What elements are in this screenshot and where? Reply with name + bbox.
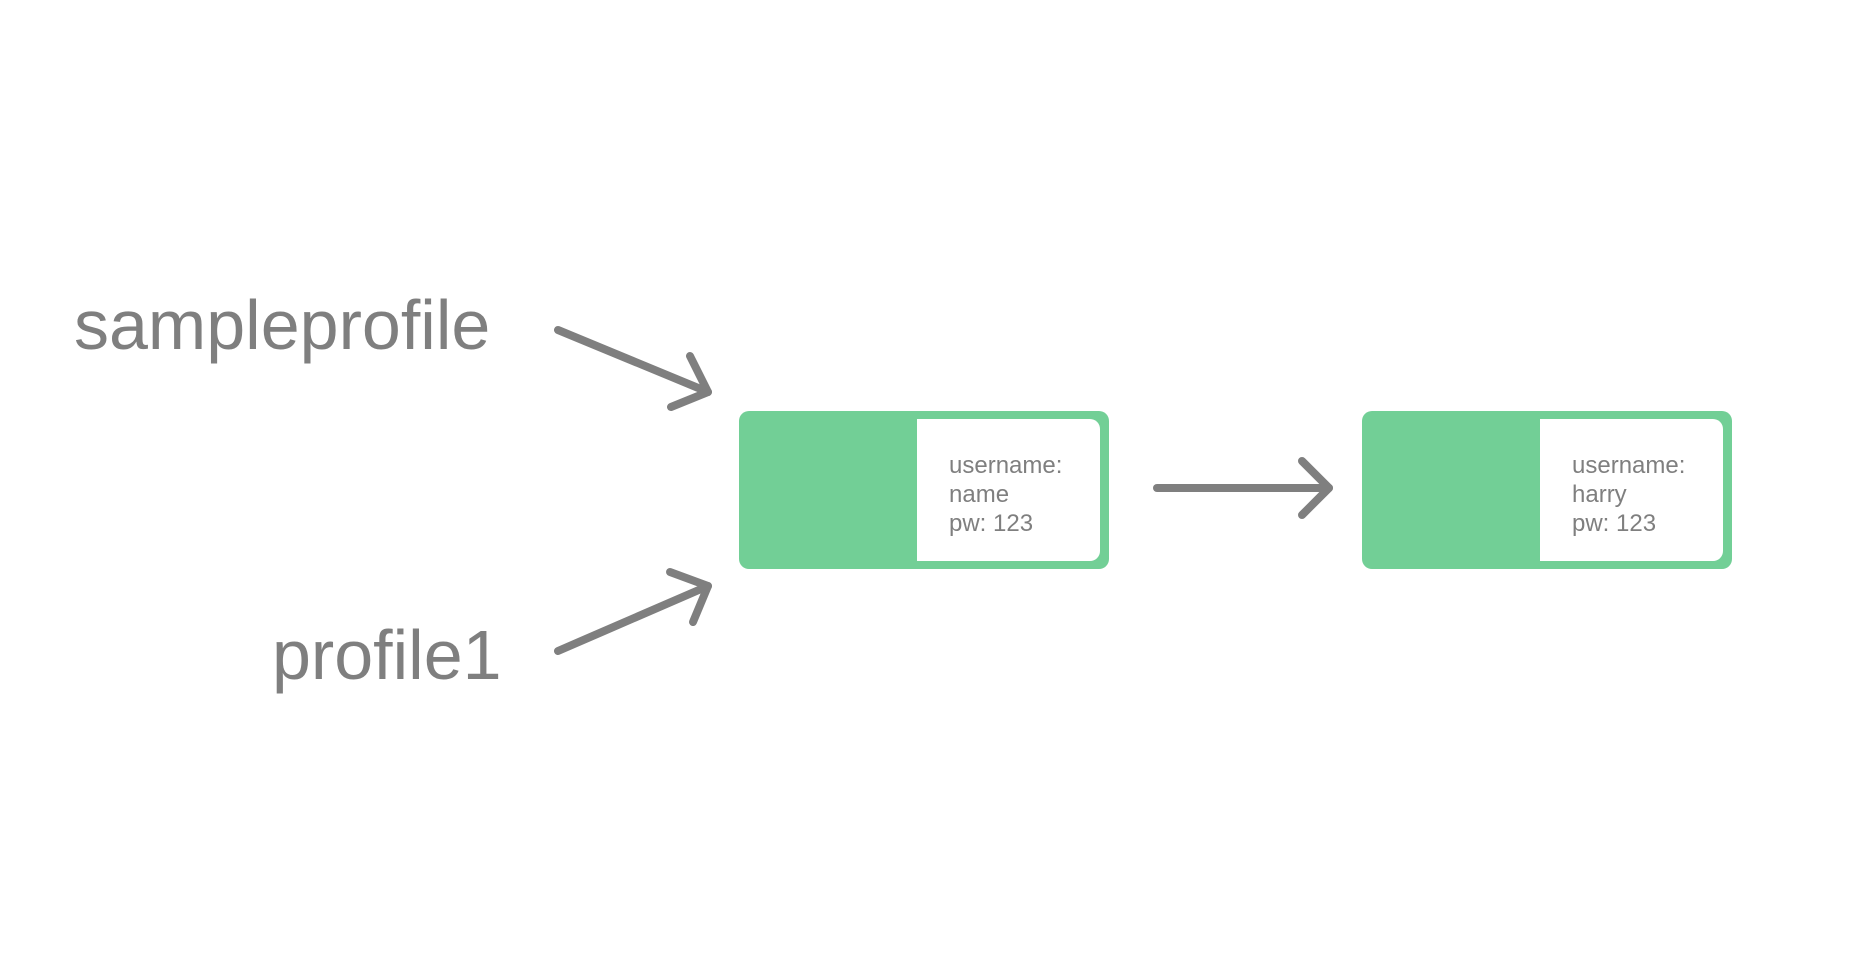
node-1-line-1: username: [949, 452, 1063, 479]
variable-label-profile1: profile1 [272, 616, 502, 694]
node-2-line-3: pw: 123 [1572, 510, 1657, 537]
arrow-node-1-to-node-2 [1153, 457, 1333, 519]
linked-list-node-1: username: name pw: 123 [739, 411, 1109, 569]
node-2-line-1: username: [1572, 452, 1686, 479]
node-1-data-cell: username: name pw: 123 [917, 419, 1100, 561]
node-1-line-3: pw: 123 [949, 510, 1034, 537]
node-2-data-cell: username: harry pw: 123 [1540, 419, 1723, 561]
arrow-profile1-to-node-1 [554, 568, 712, 655]
node-2-line-2: harry [1572, 481, 1627, 508]
arrow-sampleprofile-to-node-1 [554, 326, 712, 411]
linked-list-node-2: username: harry pw: 123 [1362, 411, 1732, 569]
variable-label-sampleprofile: sampleprofile [74, 286, 491, 364]
node-1-line-2: name [949, 481, 1010, 508]
